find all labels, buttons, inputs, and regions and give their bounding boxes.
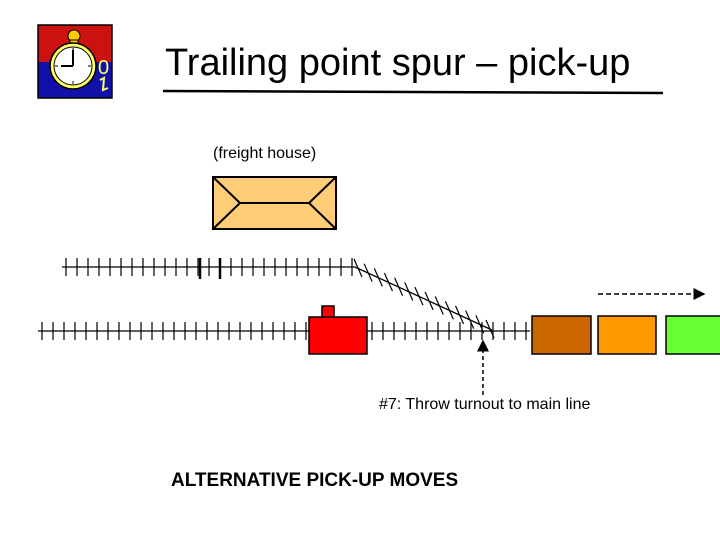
track-tie bbox=[454, 305, 465, 325]
freight-car-1 bbox=[531, 315, 592, 355]
track-tie bbox=[353, 258, 363, 278]
track-tie bbox=[394, 277, 404, 297]
stopwatch-logo-icon: 0 bbox=[37, 24, 113, 99]
track-tie bbox=[363, 263, 373, 282]
turnout-diverging-track bbox=[353, 258, 495, 339]
track-tie bbox=[404, 282, 414, 301]
slide-title: Trailing point spur – pick-up bbox=[165, 42, 631, 84]
svg-text:0: 0 bbox=[98, 57, 109, 79]
freight-car-2 bbox=[597, 315, 657, 355]
track-tie bbox=[414, 286, 424, 306]
freight-house bbox=[212, 176, 337, 230]
footer-caption: ALTERNATIVE PICK-UP MOVES bbox=[171, 470, 459, 491]
main-line-track bbox=[38, 322, 530, 340]
track-tie bbox=[373, 268, 383, 287]
instruction-text: #7: Throw turnout to main line bbox=[379, 396, 591, 413]
spur-track bbox=[62, 258, 355, 279]
track-tie bbox=[444, 300, 454, 320]
freight-house-label: (freight house) bbox=[213, 145, 317, 162]
track-tie bbox=[434, 296, 444, 315]
locomotive bbox=[308, 305, 368, 355]
title-underline bbox=[162, 89, 664, 95]
freight-car-3 bbox=[665, 315, 720, 355]
track-tie bbox=[465, 310, 475, 329]
track-tie bbox=[383, 272, 394, 292]
track-tie bbox=[424, 291, 434, 311]
